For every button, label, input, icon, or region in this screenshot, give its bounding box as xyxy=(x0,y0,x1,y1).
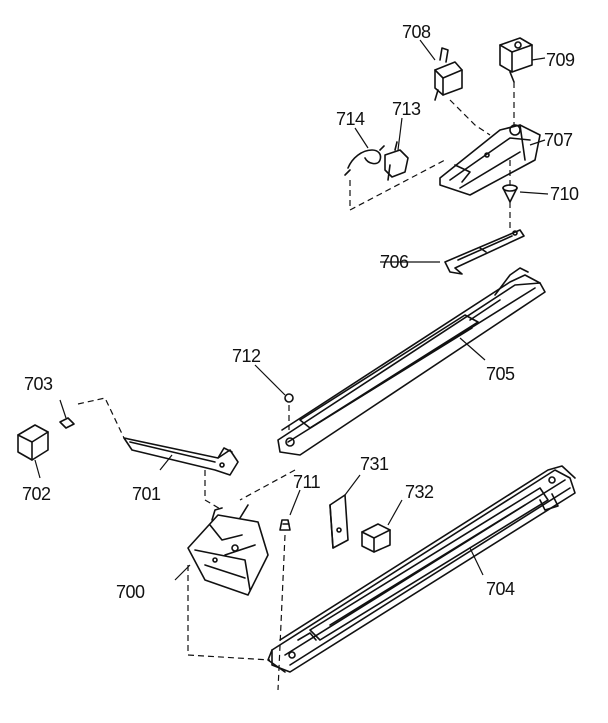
label-731: 731 xyxy=(360,454,389,474)
part-705-upper-rail xyxy=(277,267,546,456)
label-707: 707 xyxy=(544,130,573,150)
part-714-spring xyxy=(344,145,385,176)
label-712: 712 xyxy=(232,346,261,366)
part-703-pin xyxy=(59,417,75,429)
part-732-switch xyxy=(361,523,391,553)
label-710: 710 xyxy=(550,184,579,204)
label-708: 708 xyxy=(402,22,431,42)
label-701: 701 xyxy=(132,484,161,504)
label-713: 713 xyxy=(392,99,421,119)
part-700-mechanism xyxy=(187,504,269,596)
part-710-cone xyxy=(502,184,518,203)
part-labels: 700 701 702 703 704 705 706 707 708 709 … xyxy=(22,22,580,602)
label-705: 705 xyxy=(486,364,515,384)
label-703: 703 xyxy=(24,374,53,394)
label-709: 709 xyxy=(546,50,575,70)
label-711: 711 xyxy=(293,472,321,492)
part-709-block xyxy=(499,37,533,83)
label-702: 702 xyxy=(22,484,51,504)
part-706-strap xyxy=(444,229,525,275)
part-701-arm xyxy=(123,437,239,476)
part-708-switch xyxy=(434,47,463,101)
part-712-ring xyxy=(284,393,294,403)
part-704-lower-rail xyxy=(267,465,576,673)
label-706: 706 xyxy=(380,252,409,272)
label-732: 732 xyxy=(405,482,434,502)
part-702-knob xyxy=(17,424,49,461)
part-731-bracket xyxy=(329,494,349,549)
part-711-screw xyxy=(279,519,291,531)
part-713-clip xyxy=(384,141,409,181)
part-707-bracket xyxy=(439,124,541,196)
label-704: 704 xyxy=(486,579,515,599)
label-700: 700 xyxy=(116,582,145,602)
label-714: 714 xyxy=(336,109,365,129)
